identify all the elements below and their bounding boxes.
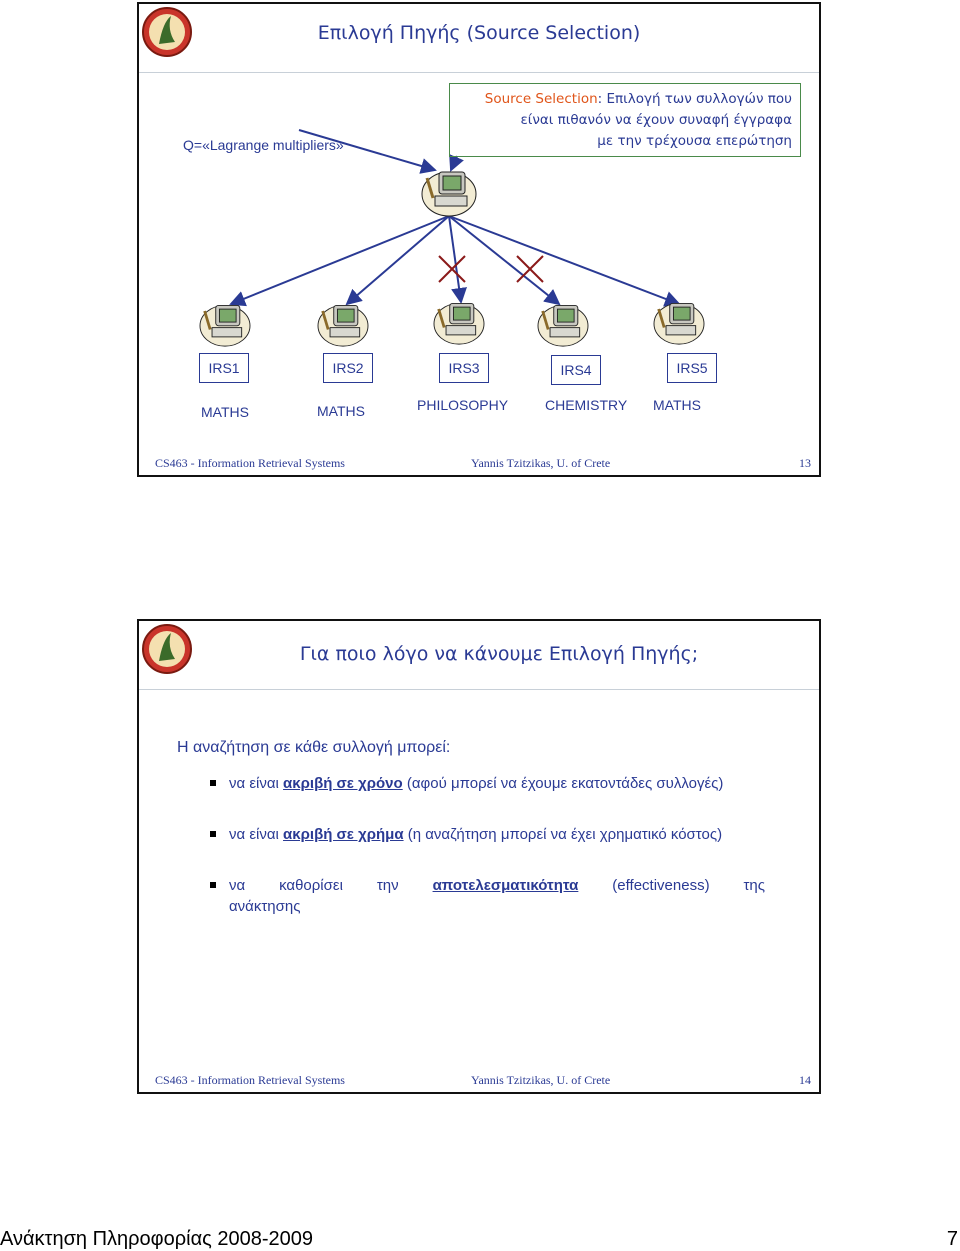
footer-author: Yannis Tzitzikas, U. of Crete <box>471 1073 610 1088</box>
page-footer-title: Ανάκτηση Πληροφορίας 2008-2009 <box>0 1228 313 1251</box>
cross-irs2-icon <box>439 256 465 282</box>
slide-number: 13 <box>799 456 811 471</box>
bullet-square-icon <box>210 831 216 837</box>
irs2-box: IRS2 <box>323 353 373 383</box>
bullet-square-icon <box>210 882 216 888</box>
irs5-box: IRS5 <box>667 353 717 383</box>
bullet-item: να είναι ακριβή σε χρήμα (η αναζήτηση μπ… <box>177 824 765 845</box>
edge-irs2 <box>347 216 449 304</box>
irs3-box: IRS3 <box>439 353 489 383</box>
edge-irs1 <box>231 216 449 304</box>
slide-title: Για ποιο λόγο να κάνουμε Επιλογή Πηγής; <box>179 643 819 665</box>
definition-box: Source Selection: Επιλογή των συλλογών π… <box>449 83 801 157</box>
edge-irs3 <box>449 216 461 302</box>
bullet-text: (αφού μπορεί να έχουμε εκατοντάδες συλλο… <box>403 775 724 792</box>
irs4-topic: CHEMISTRY <box>545 397 627 413</box>
cross-irs4-icon <box>517 256 543 282</box>
bullet-text: να καθορίσει την <box>229 877 433 894</box>
bullet-square-icon <box>210 780 216 786</box>
irs3-topic: PHILOSOPHY <box>417 397 508 413</box>
irs3-computer-icon <box>431 296 487 346</box>
irs5-topic: MATHS <box>653 397 701 413</box>
bullet-text: να είναι <box>229 826 283 843</box>
bullet-text: να είναι <box>229 775 283 792</box>
irs1-topic: MATHS <box>201 404 249 420</box>
irs5-computer-icon <box>651 296 707 346</box>
query-text: Q=«Lagrange multipliers» <box>183 137 344 153</box>
irs2-topic: MATHS <box>317 403 365 419</box>
footer-course: CS463 - Information Retrieval Systems <box>155 456 345 471</box>
irs4-computer-icon <box>535 298 591 348</box>
bullet-emphasis: αποτελεσματικότητα <box>433 877 579 894</box>
irs4-box: IRS4 <box>551 355 601 385</box>
lead-text: Η αναζήτηση σε κάθε συλλογή μπορεί: <box>177 739 777 757</box>
page-number: 7 <box>947 1228 958 1251</box>
irs1-box: IRS1 <box>199 353 249 383</box>
definition-line2: είναι πιθανόν να έχουν συναφή έγγραφα <box>454 110 792 131</box>
bullet-emphasis: ακριβή σε χρήμα <box>283 826 404 843</box>
definition-line3: με την τρέχουσα επερώτηση <box>454 131 792 152</box>
slide-body: Η αναζήτηση σε κάθε συλλογή μπορεί: να ε… <box>177 739 777 947</box>
definition-line1: : Επιλογή των συλλογών που <box>598 91 792 107</box>
definition-term: Source Selection <box>485 91 598 107</box>
bullet-emphasis: ακριβή σε χρόνο <box>283 775 403 792</box>
slide-14: Για ποιο λόγο να κάνουμε Επιλογή Πηγής; … <box>137 619 821 1094</box>
irs1-computer-icon <box>197 298 253 348</box>
irs2-computer-icon <box>315 298 371 348</box>
title-divider <box>139 689 819 690</box>
slide-number: 14 <box>799 1073 811 1088</box>
broker-computer-icon <box>421 164 477 218</box>
footer-author: Yannis Tzitzikas, U. of Crete <box>471 456 610 471</box>
edge-irs5 <box>449 216 679 304</box>
bullet-item: να καθορίσει την αποτελεσματικότητα (eff… <box>177 875 765 917</box>
bullet-text: (η αναζήτηση μπορεί να έχει χρηματικό κό… <box>404 826 723 843</box>
edge-irs4 <box>449 216 559 304</box>
slide-13: Επιλογή Πηγής (Source Selection) Q=«Lagr… <box>137 2 821 477</box>
bullet-item: να είναι ακριβή σε χρόνο (αφού μπορεί να… <box>177 773 765 794</box>
footer-course: CS463 - Information Retrieval Systems <box>155 1073 345 1088</box>
